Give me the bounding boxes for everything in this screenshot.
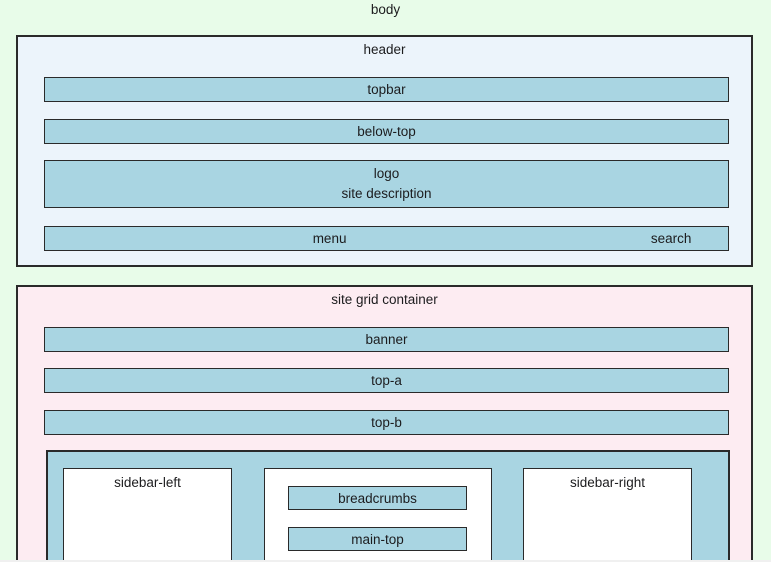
body-label: body bbox=[370, 2, 401, 17]
below-top-position: below-top bbox=[44, 119, 729, 144]
top-a-position: top-a bbox=[44, 368, 729, 393]
site-description-label: site description bbox=[341, 186, 432, 201]
search-position: search bbox=[650, 231, 692, 246]
main-top-position: main-top bbox=[288, 527, 467, 551]
site-grid-container: site grid container banner top-a top-b s… bbox=[16, 285, 753, 562]
banner-position: banner bbox=[44, 327, 729, 352]
menu-position: menu bbox=[312, 231, 347, 246]
content-grid: sidebar-left breadcrumbs main-top sideba… bbox=[46, 450, 730, 562]
top-b-position: top-b bbox=[44, 410, 729, 435]
header-container: header topbar below-top logo site descri… bbox=[16, 35, 753, 267]
main-panel: breadcrumbs main-top bbox=[264, 468, 492, 562]
sidebar-right-panel: sidebar-right bbox=[523, 468, 692, 562]
window-bottom-edge bbox=[0, 560, 771, 562]
logo-label: logo bbox=[373, 165, 400, 181]
sidebar-left-panel: sidebar-left bbox=[63, 468, 232, 562]
site-grid-container-label: site grid container bbox=[331, 292, 438, 307]
breadcrumbs-position: breadcrumbs bbox=[288, 486, 467, 510]
header-label: header bbox=[363, 42, 406, 57]
topbar-position: topbar bbox=[44, 77, 729, 102]
menu-row: menu search bbox=[44, 226, 729, 251]
logo-position: logo site description bbox=[44, 160, 729, 208]
